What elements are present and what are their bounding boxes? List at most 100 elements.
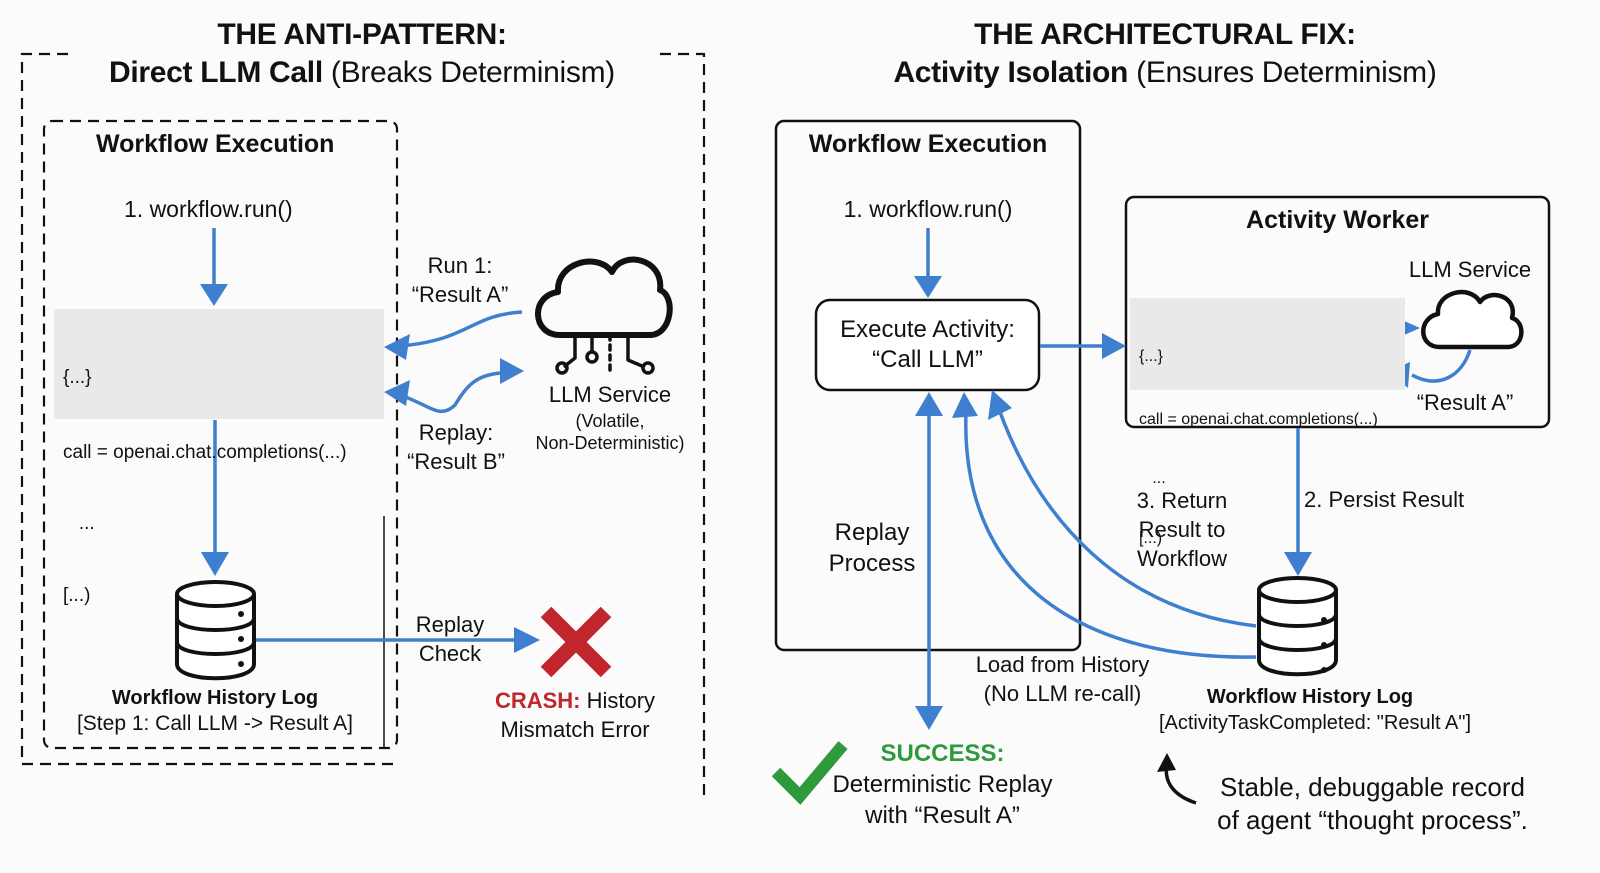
code-line: call = openai.chat.completions(...) [63, 442, 347, 463]
code-line: ... [1139, 470, 1166, 487]
arrowhead [384, 334, 410, 360]
arrowhead [500, 358, 524, 384]
arrowhead [201, 552, 229, 576]
execute-activity-line: Execute Activity: [840, 316, 1015, 343]
crash-rest: History [580, 688, 656, 713]
right-result-a-label: “Result A” [1416, 390, 1514, 415]
crash-line-2: Mismatch Error [500, 717, 650, 742]
run1-label-line: “Result A” [411, 282, 509, 307]
activity-worker-box [1124, 195, 1551, 429]
left-workflow-header: Workflow Execution [96, 130, 335, 158]
left-history-title: Workflow History Log [111, 687, 319, 709]
stable-record-note: Stable, debuggable record of agent “thou… [1200, 771, 1545, 837]
left-subtitle-bold: Direct LLM Call [109, 56, 323, 89]
code-line: {...} [1139, 348, 1164, 365]
cloud-circuit-icon [535, 256, 673, 375]
left-outer-dashed-frame [20, 52, 706, 795]
left-subtitle-rest: (Breaks Determinism) [322, 56, 615, 89]
replay-check-label: Replay Check [400, 610, 500, 668]
crash-label: CRASH: [494, 688, 581, 713]
execute-activity-line: “Call LLM” [872, 346, 983, 373]
arrow-return-result [998, 411, 1257, 628]
crash-line-1: CRASH: History [470, 686, 680, 715]
replay-label: Replay: “Result B” [396, 418, 516, 476]
left-llm-service-label: LLM Service [548, 382, 672, 407]
right-llm-service-label: LLM Service [1408, 257, 1532, 282]
return-label-line: Workflow [1136, 546, 1228, 571]
return-label-line: Result to [1138, 517, 1226, 542]
database-icon [175, 580, 256, 681]
replay-check-line: Check [418, 641, 482, 666]
activity-worker-header: Activity Worker [1246, 206, 1429, 234]
return-result-label: 3. Return Result to Workflow [1120, 486, 1244, 573]
right-subtitle: Activity Isolation (Ensures Determinism) [860, 56, 1470, 90]
left-arrows [212, 228, 523, 642]
right-workflow-header: Workflow Execution [808, 130, 1048, 158]
arrowhead [952, 392, 978, 418]
replay-process-line: Replay [834, 519, 910, 546]
right-code-block: {...} call = openai.chat.completions(...… [1130, 298, 1405, 547]
success-message: SUCCESS: Deterministic Replay with “Resu… [815, 738, 1070, 831]
load-history-line: Load from History [975, 652, 1150, 677]
left-subtitle: Direct LLM Call (Breaks Determinism) [62, 56, 662, 90]
arrowhead [915, 392, 943, 416]
left-title: THE ANTI-PATTERN: [217, 18, 507, 51]
right-subtitle-rest: (Ensures Determinism) [1128, 56, 1437, 89]
arrow-load-history [964, 411, 1257, 659]
right-title: THE ARCHITECTURAL FIX: [974, 18, 1356, 51]
replay-process-label: Replay Process [812, 517, 932, 579]
cloud-icon [1421, 289, 1524, 350]
replay-label-line: Replay: [418, 420, 494, 445]
code-line: call = openai.chat.completions(...) [1139, 411, 1378, 428]
left-workflow-box [42, 119, 399, 750]
code-line: ... [63, 513, 95, 534]
arrowhead [1402, 320, 1420, 336]
left-llm-note: (Volatile, Non-Deterministic) [520, 410, 700, 454]
right-subtitle-bold: Activity Isolation [893, 56, 1129, 89]
success-line: with “Result A” [865, 802, 1020, 829]
load-history-line: (No LLM re-call) [983, 681, 1142, 706]
arrow-cloud-result [1411, 349, 1472, 383]
arrowhead [384, 380, 410, 406]
code-line: [...) [63, 585, 91, 606]
x-mark-icon [540, 606, 612, 678]
left-code-block: {...} call = openai.chat.completions(...… [54, 309, 384, 606]
left-step1: 1. workflow.run() [124, 196, 293, 222]
crash-message: CRASH: History Mismatch Error [470, 686, 680, 744]
success-line: Deterministic Replay [832, 771, 1053, 798]
arrowhead [200, 284, 228, 306]
llm-note-line: (Volatile, [575, 411, 645, 431]
code-line: [...) [1139, 530, 1163, 547]
arrowhead [988, 390, 1012, 420]
arrowhead [1284, 552, 1312, 576]
right-history-title: Workflow History Log [1206, 686, 1414, 708]
arrow-llm-replay [399, 370, 511, 414]
run1-label-line: Run 1: [427, 253, 493, 278]
arrowhead [514, 627, 540, 653]
execute-activity-box [814, 298, 1041, 392]
arrowhead [914, 276, 942, 298]
checkmark-icon [771, 741, 848, 805]
success-label: SUCCESS: [880, 740, 1005, 767]
load-history-label: Load from History (No LLM re-call) [955, 650, 1170, 708]
return-label-line: 3. Return [1136, 488, 1228, 513]
arrowhead [915, 706, 943, 730]
replay-check-line: Replay [415, 612, 485, 637]
replay-label-line: “Result B” [407, 449, 505, 474]
note-line: of agent “thought process”. [1217, 805, 1528, 835]
llm-note-line: Non-Deterministic) [535, 433, 685, 453]
execute-activity-label: Execute Activity: “Call LLM” [816, 315, 1039, 375]
arrowhead [1102, 333, 1126, 359]
left-history-entry: [Step 1: Call LLM -> Result A] [76, 712, 354, 735]
persist-result-label: 2. Persist Result [1304, 487, 1465, 512]
arrow-llm-run1 [399, 310, 523, 348]
database-icon [1257, 576, 1338, 677]
right-history-entry: [ActivityTaskCompleted: "Result A"] [1158, 712, 1472, 734]
right-step1: 1. workflow.run() [843, 196, 1013, 222]
replay-process-line: Process [828, 550, 916, 577]
curved-arrow-icon [1157, 753, 1197, 805]
code-line: {...} [63, 367, 92, 388]
run1-label: Run 1: “Result A” [400, 251, 520, 309]
note-line: Stable, debuggable record [1219, 772, 1525, 802]
